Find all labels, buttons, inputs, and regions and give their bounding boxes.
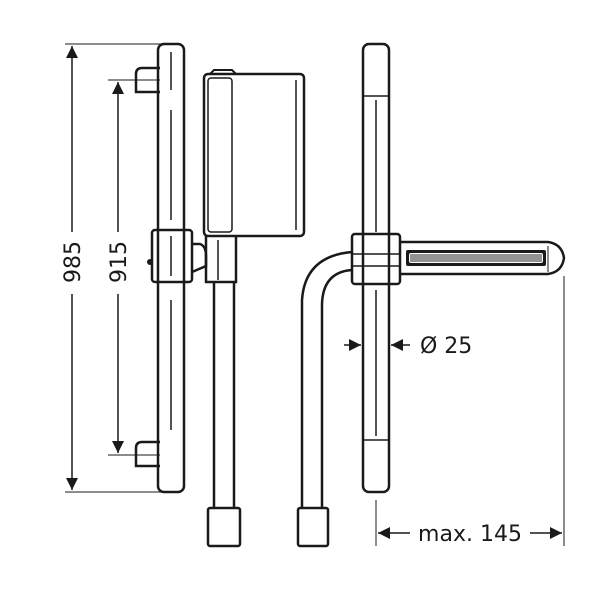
dimension-bar-spacing: 915 <box>106 82 132 453</box>
dimension-projection-label: max. 145 <box>418 522 522 547</box>
dimension-projection: max. 145 <box>375 276 565 547</box>
shower-bar-front-view <box>296 42 566 548</box>
dimension-985-label: 985 <box>61 241 86 283</box>
dimension-diameter: Ø 25 <box>344 334 472 359</box>
wall-bar-side-view <box>65 42 208 494</box>
dimension-diameter-label: Ø 25 <box>420 334 472 359</box>
hand-shower-holder-view <box>202 69 306 548</box>
dimension-915-label: 915 <box>107 241 132 283</box>
dimension-total-height: 985 <box>60 46 86 490</box>
